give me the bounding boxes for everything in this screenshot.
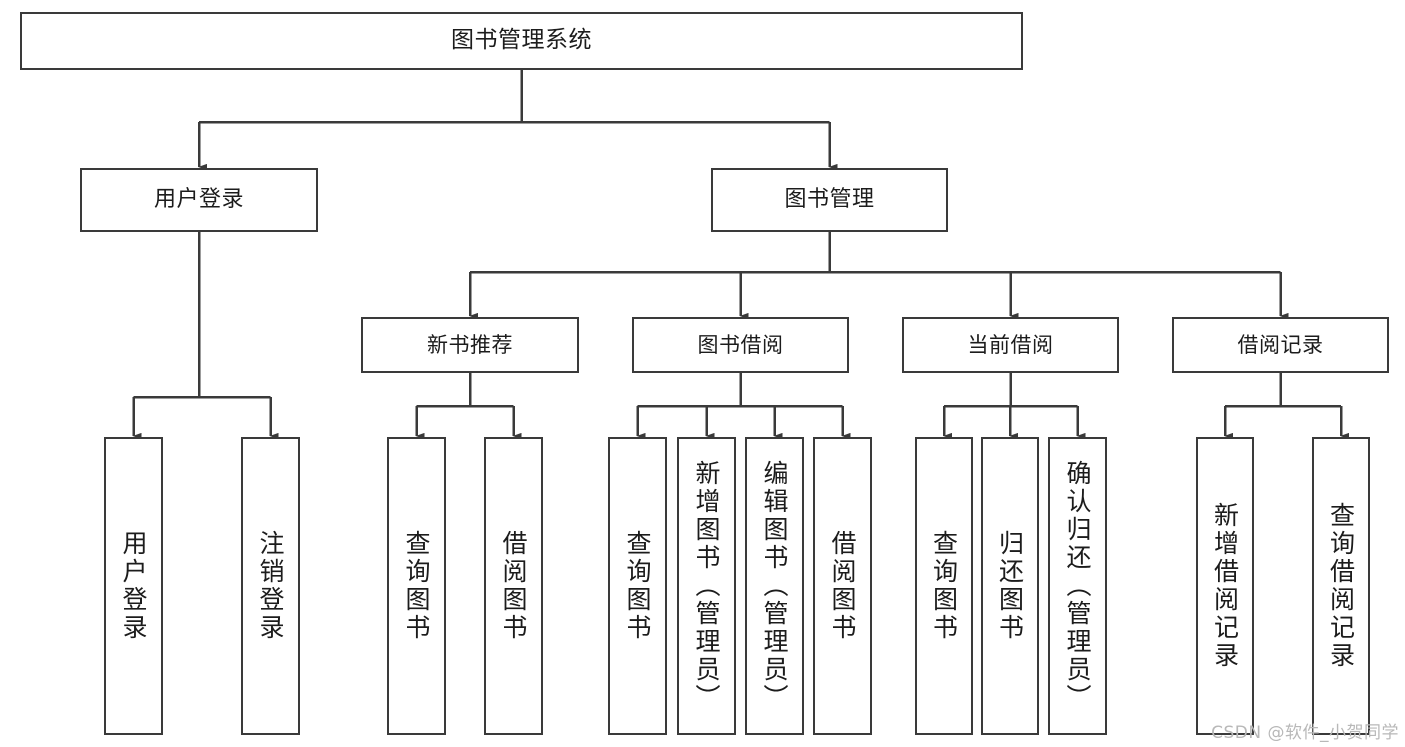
- node-label-leaf-return-book: 归还图书: [995, 530, 1025, 642]
- watermark: CSDN @软件_小贺同学: [1211, 723, 1399, 743]
- node-leaf-confirm-return[interactable]: 确认归还（管理员）: [1048, 437, 1107, 735]
- node-leaf-borrow-book-1[interactable]: 借阅图书: [484, 437, 543, 735]
- node-label-book-borrow: 图书借阅: [697, 332, 784, 357]
- node-leaf-user-login[interactable]: 用户登录: [104, 437, 163, 735]
- node-leaf-query-book-1[interactable]: 查询图书: [387, 437, 446, 735]
- node-label-root: 图书管理系统: [451, 27, 592, 54]
- node-user-login[interactable]: 用户登录: [80, 168, 318, 232]
- node-label-current-borrow: 当前借阅: [967, 332, 1054, 357]
- edge-group: [132, 70, 1350, 440]
- node-borrow-record[interactable]: 借阅记录: [1172, 317, 1389, 373]
- node-leaf-add-record[interactable]: 新增借阅记录: [1196, 437, 1254, 735]
- node-new-book-rec[interactable]: 新书推荐: [361, 317, 579, 373]
- node-label-leaf-add-record: 新增借阅记录: [1210, 502, 1240, 670]
- node-label-user-login: 用户登录: [153, 187, 244, 213]
- node-leaf-borrow-book-2[interactable]: 借阅图书: [813, 437, 872, 735]
- node-book-borrow[interactable]: 图书借阅: [632, 317, 849, 373]
- node-label-new-book-rec: 新书推荐: [427, 332, 513, 357]
- node-label-leaf-borrow-book-1: 借阅图书: [499, 530, 528, 642]
- node-root[interactable]: 图书管理系统: [20, 12, 1023, 70]
- node-label-leaf-query-record: 查询借阅记录: [1326, 502, 1356, 670]
- node-label-book-manage: 图书管理: [784, 187, 875, 213]
- node-label-borrow-record: 借阅记录: [1237, 332, 1324, 357]
- node-leaf-query-record[interactable]: 查询借阅记录: [1312, 437, 1370, 735]
- node-current-borrow[interactable]: 当前借阅: [902, 317, 1119, 373]
- node-book-manage[interactable]: 图书管理: [711, 168, 948, 232]
- node-leaf-query-book-2[interactable]: 查询图书: [608, 437, 667, 735]
- node-label-leaf-user-logout: 注销登录: [256, 530, 285, 642]
- node-label-leaf-query-book-3: 查询图书: [929, 530, 959, 642]
- node-label-leaf-query-book-2: 查询图书: [623, 530, 652, 642]
- node-label-leaf-borrow-book-2: 借阅图书: [828, 530, 857, 642]
- node-label-leaf-user-login: 用户登录: [119, 530, 148, 642]
- node-leaf-return-book[interactable]: 归还图书: [981, 437, 1039, 735]
- node-leaf-user-logout[interactable]: 注销登录: [241, 437, 300, 735]
- node-leaf-add-book[interactable]: 新增图书（管理员）: [677, 437, 736, 735]
- node-label-leaf-query-book-1: 查询图书: [402, 530, 431, 642]
- node-label-leaf-add-book: 新增图书（管理员）: [692, 460, 721, 712]
- node-label-leaf-edit-book: 编辑图书（管理员）: [760, 460, 789, 712]
- node-leaf-query-book-3[interactable]: 查询图书: [915, 437, 973, 735]
- node-leaf-edit-book[interactable]: 编辑图书（管理员）: [745, 437, 804, 735]
- node-label-leaf-confirm-return: 确认归还（管理员）: [1063, 460, 1092, 712]
